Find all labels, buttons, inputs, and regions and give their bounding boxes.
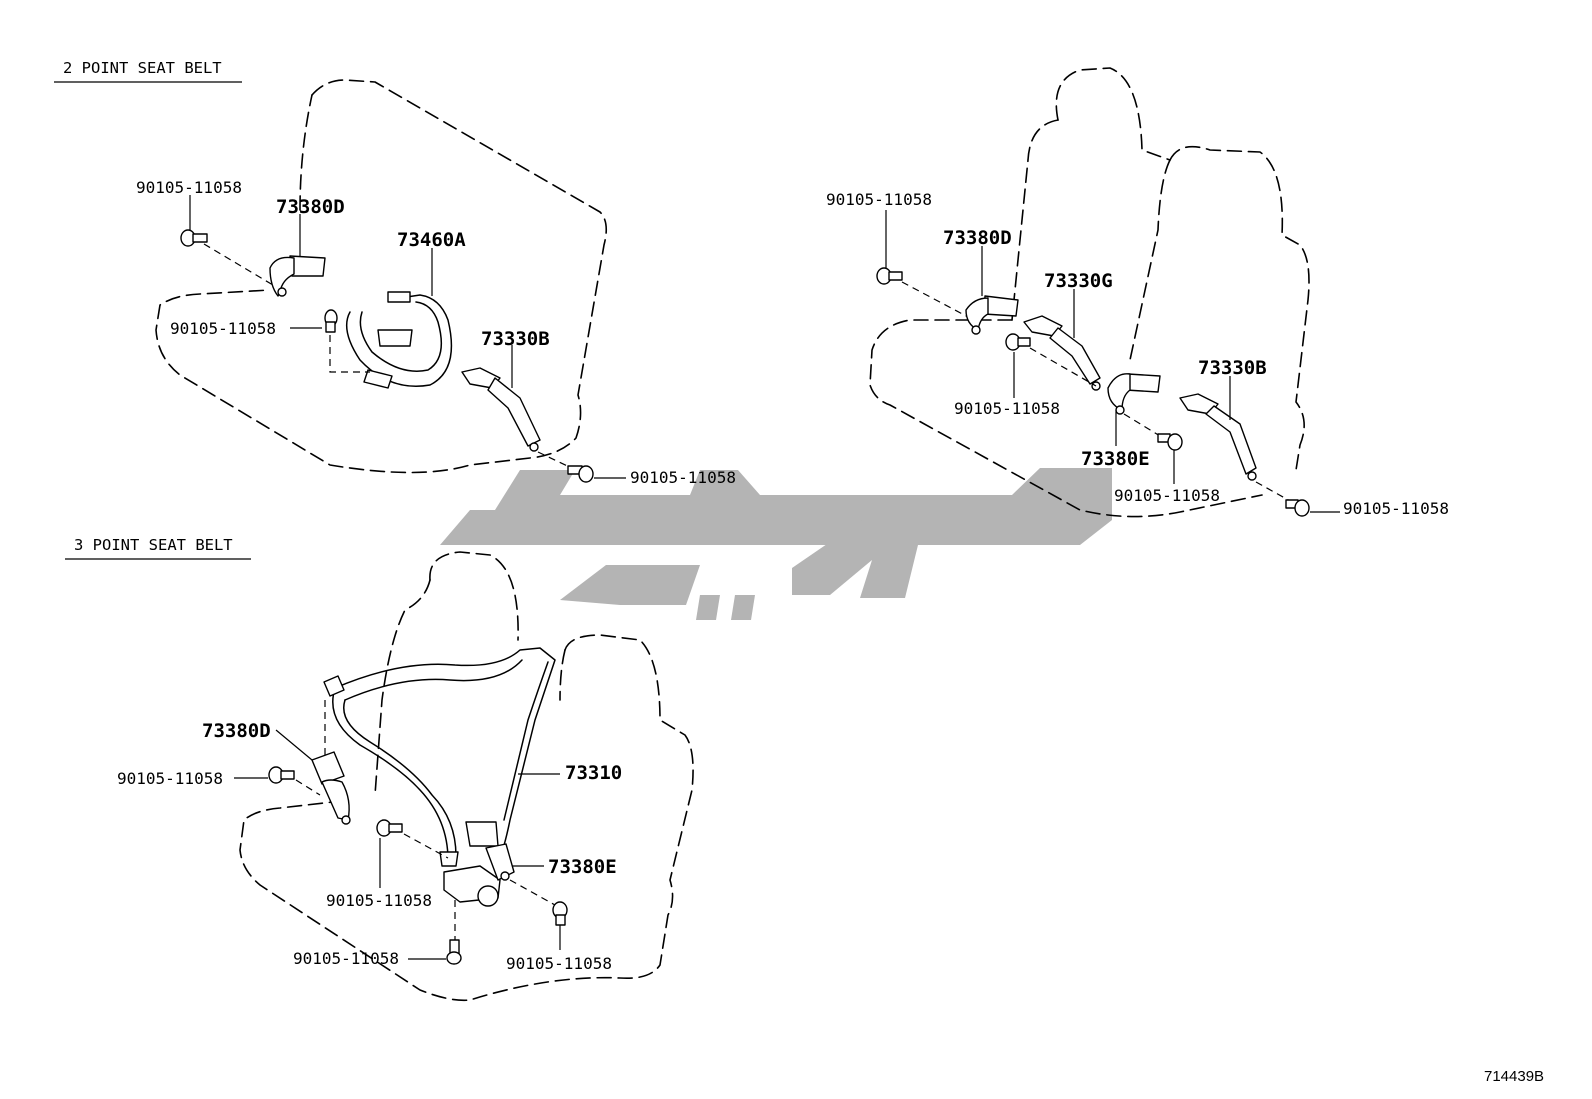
part-label: 73310 bbox=[565, 762, 622, 784]
bolt-icon bbox=[1005, 333, 1031, 351]
part-label: 73330B bbox=[481, 328, 550, 350]
part-label: 90105-11058 bbox=[1114, 486, 1220, 505]
part-label: 90105-11058 bbox=[170, 319, 276, 338]
bolt-icon bbox=[376, 819, 403, 837]
tongue-73330b-icon bbox=[1179, 393, 1257, 481]
part-label: 73330G bbox=[1044, 270, 1113, 292]
part-label: 90105-11058 bbox=[630, 468, 736, 487]
tongue-73330b-icon bbox=[461, 367, 541, 452]
part-label: 90105-11058 bbox=[117, 769, 223, 788]
part-label: 73380E bbox=[1081, 448, 1150, 470]
part-label: 73330B bbox=[1198, 357, 1267, 379]
part-label: 73380D bbox=[276, 196, 345, 218]
tongue-73330g-icon bbox=[1023, 315, 1101, 391]
part-label: 90105-11058 bbox=[506, 954, 612, 973]
bolt-icon bbox=[567, 465, 594, 483]
buckle-73380d-icon bbox=[269, 255, 326, 297]
bolt-icon bbox=[324, 309, 338, 333]
part-label: 73380D bbox=[202, 720, 271, 742]
retractor-73380e-icon bbox=[443, 843, 515, 907]
part-label: 90105-11058 bbox=[136, 178, 242, 197]
two-point-seat-outline bbox=[155, 79, 608, 474]
bolt-icon bbox=[1285, 499, 1310, 517]
belt-73310-icon bbox=[323, 647, 556, 869]
part-label: 90105-11058 bbox=[293, 949, 399, 968]
part-label: 90105-11058 bbox=[826, 190, 932, 209]
figure-id: 714439B bbox=[1484, 1068, 1544, 1085]
part-label: 73460A bbox=[397, 229, 466, 251]
bolt-icon bbox=[180, 229, 208, 247]
bolt-icon bbox=[268, 766, 295, 784]
section-title-2-point: 2 POINT SEAT BELT bbox=[63, 59, 222, 77]
section-heading-3-point: 3 POINT SEAT BELT bbox=[65, 536, 251, 560]
part-label: 90105-11058 bbox=[954, 399, 1060, 418]
three-point-seat-outline bbox=[239, 551, 694, 1002]
bolt-icon bbox=[876, 267, 903, 285]
part-label: 90105-11058 bbox=[326, 891, 432, 910]
part-label: 73380D bbox=[943, 227, 1012, 249]
bolt-icon bbox=[552, 901, 568, 926]
bolt-icon bbox=[1157, 433, 1183, 451]
rear-seat-outline bbox=[869, 67, 1310, 518]
buckle-73380d-icon bbox=[965, 295, 1019, 335]
section-heading-2-point: 2 POINT SEAT BELT bbox=[54, 59, 242, 83]
section-title-3-point: 3 POINT SEAT BELT bbox=[74, 536, 233, 554]
part-label: 90105-11058 bbox=[1343, 499, 1449, 518]
bolt-icon bbox=[446, 939, 462, 965]
strap-73460a-icon bbox=[345, 291, 453, 389]
watermark-logo bbox=[440, 468, 1112, 620]
buckle-73380e-icon bbox=[1107, 373, 1161, 415]
part-label: 73380E bbox=[548, 856, 617, 878]
buckle-73380d-icon bbox=[311, 751, 351, 825]
